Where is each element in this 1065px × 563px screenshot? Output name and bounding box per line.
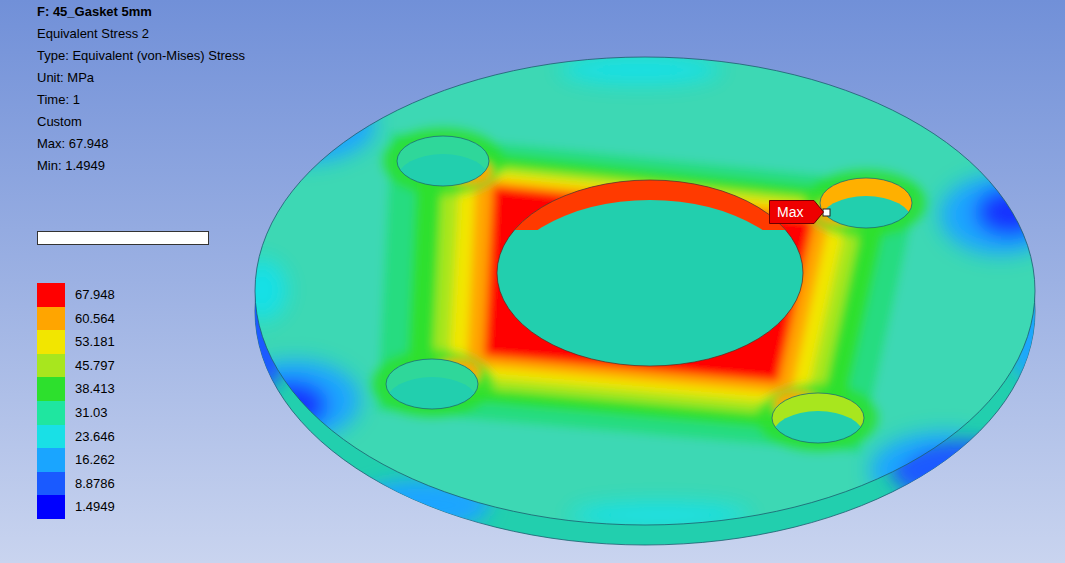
- legend-value: 45.797: [75, 357, 115, 375]
- result-info: Custom: [37, 111, 245, 133]
- color-bar-blank: [37, 231, 209, 245]
- legend-value: 23.646: [75, 428, 115, 446]
- result-info: Min: 1.4949: [37, 155, 245, 177]
- legend-value: 16.262: [75, 451, 115, 469]
- result-info: Max: 67.948: [37, 133, 245, 155]
- legend-row: 53.181: [37, 330, 157, 354]
- legend-swatch: [37, 495, 65, 519]
- result-info: Time: 1: [37, 89, 245, 111]
- legend-swatch: [37, 354, 65, 378]
- max-probe-flag: Max: [769, 200, 814, 224]
- legend-row: 45.797: [37, 354, 157, 378]
- legend-swatch: [37, 472, 65, 496]
- plot-title: F: 45_Gasket 5mm: [37, 1, 245, 23]
- legend-swatch: [37, 330, 65, 354]
- legend-value: 53.181: [75, 333, 115, 351]
- legend-swatch: [37, 401, 65, 425]
- legend-row: 16.262: [37, 448, 157, 472]
- legend-swatch: [37, 377, 65, 401]
- legend-value: 1.4949: [75, 498, 115, 516]
- legend-value: 8.8786: [75, 475, 115, 493]
- legend-value: 60.564: [75, 310, 115, 328]
- flag-outline: [770, 201, 824, 224]
- result-info: Equivalent Stress 2: [37, 23, 245, 45]
- result-header: F: 45_Gasket 5mmEquivalent Stress 2Type:…: [37, 1, 245, 177]
- legend-swatch: [37, 307, 65, 331]
- legend-row: 31.03: [37, 401, 157, 425]
- result-info: Type: Equivalent (von-Mises) Stress: [37, 45, 245, 67]
- legend-row: 67.948: [37, 283, 157, 307]
- legend-swatch: [37, 425, 65, 449]
- legend-row: 38.413: [37, 377, 157, 401]
- legend-row: 1.4949: [37, 495, 157, 519]
- legend-row: 8.8786: [37, 472, 157, 496]
- legend-value: 31.03: [75, 404, 108, 422]
- legend-row: 60.564: [37, 307, 157, 331]
- legend-row: 23.646: [37, 425, 157, 449]
- legend-swatch: [37, 448, 65, 472]
- result-info: Unit: MPa: [37, 67, 245, 89]
- legend-value: 67.948: [75, 286, 115, 304]
- legend-swatch: [37, 283, 65, 307]
- probe-label: Max: [769, 200, 814, 224]
- legend-value: 38.413: [75, 380, 115, 398]
